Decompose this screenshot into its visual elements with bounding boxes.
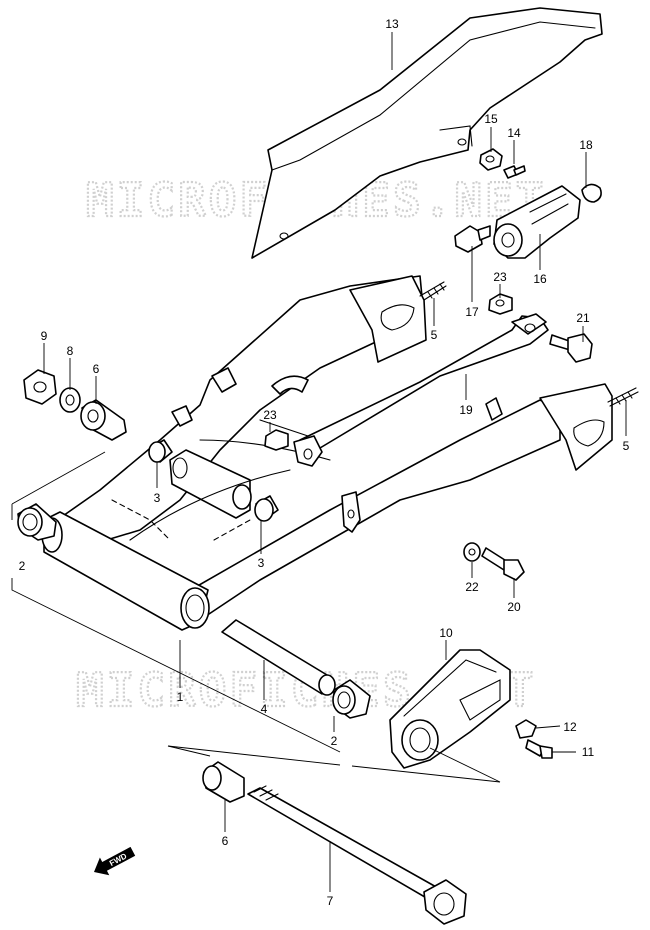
callout-2-right: 2 [331, 734, 338, 748]
group-bracket-lines [11, 451, 501, 783]
callout-10: 10 [439, 626, 453, 640]
adjuster-bolt-upper [419, 281, 447, 301]
torque-washer [463, 542, 481, 562]
callout-6-lower: 6 [222, 834, 229, 848]
torque-bolt [481, 547, 525, 581]
pivot-collar-left [80, 399, 127, 441]
callout-3-lower: 3 [258, 556, 265, 570]
callout-20: 20 [507, 600, 521, 614]
callout-13: 13 [385, 17, 399, 31]
callout-16: 16 [533, 272, 547, 286]
callout-2-left: 2 [19, 559, 26, 573]
chain-clip [581, 183, 602, 203]
adjuster-nut [454, 225, 491, 253]
pivot-spacer [221, 619, 336, 696]
hose-clamp [271, 375, 309, 395]
callout-6-upper: 6 [93, 362, 100, 376]
nut-upper [488, 293, 513, 315]
callout-9: 9 [41, 329, 48, 343]
callout-21: 21 [576, 311, 590, 325]
chain-adjuster [493, 185, 581, 259]
leader-lines [43, 32, 627, 892]
torque-link-bolt [549, 333, 593, 363]
nut-lower [264, 429, 289, 451]
fwd-arrow-icon [94, 846, 136, 876]
pivot-nut [23, 369, 57, 405]
fwd-arrow: FWD [94, 846, 136, 876]
callout-5-upper: 5 [431, 328, 438, 342]
callout-23-upper: 23 [493, 270, 507, 284]
adjuster-bolt-lower [607, 387, 639, 407]
swing-arm [41, 275, 613, 631]
torque-link [293, 313, 549, 467]
callout-17: 17 [465, 305, 479, 319]
callout-3-upper: 3 [154, 491, 161, 505]
guard-bolt [503, 165, 526, 179]
callout-labels: 13 15 14 18 16 17 23 5 21 9 8 6 19 23 5 … [19, 17, 630, 908]
callout-19: 19 [459, 403, 473, 417]
callout-7: 7 [327, 894, 334, 908]
callout-11: 11 [582, 745, 595, 759]
callout-5-lower: 5 [623, 439, 630, 453]
pivot-washer [59, 387, 81, 413]
chain-slider [389, 649, 511, 769]
slider-screw [525, 739, 553, 759]
guard-nut [479, 148, 503, 171]
callout-8: 8 [67, 344, 74, 358]
callout-15: 15 [484, 112, 498, 126]
callout-4: 4 [261, 702, 268, 716]
bearing-right [332, 679, 371, 719]
pivot-shaft [247, 785, 467, 925]
slider-collar [515, 719, 537, 739]
callout-22: 22 [465, 580, 479, 594]
bearing-lower [254, 495, 279, 522]
pivot-collar-right [202, 761, 245, 803]
callout-23-lower: 23 [263, 408, 277, 422]
callout-18: 18 [579, 138, 593, 152]
bearing-left [17, 503, 57, 541]
chain-guard [251, 7, 603, 259]
callout-14: 14 [507, 126, 521, 140]
callout-1: 1 [177, 690, 184, 704]
callout-12: 12 [563, 720, 577, 734]
